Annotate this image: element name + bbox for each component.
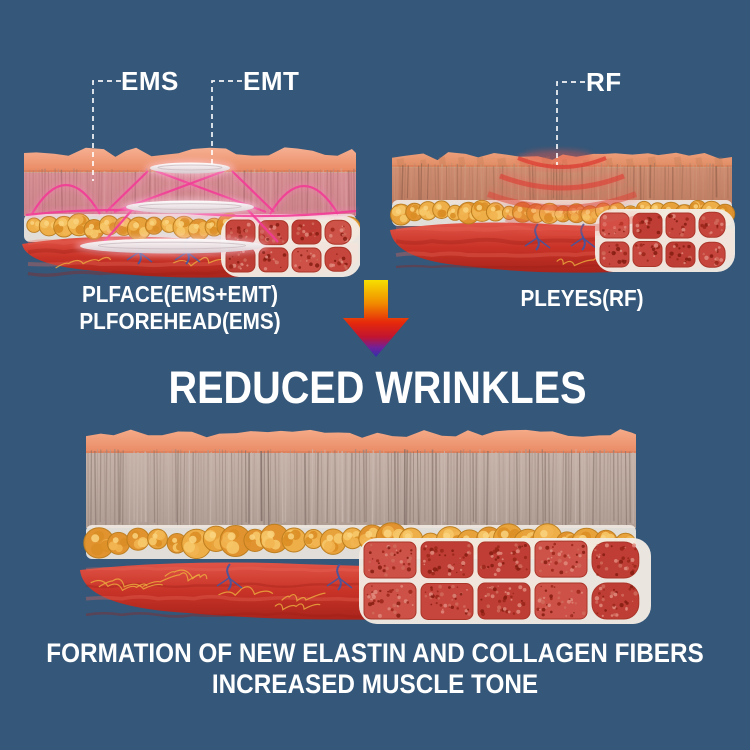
bottom-caption: FORMATION OF NEW ELASTIN AND COLLAGEN FI… — [0, 638, 750, 700]
bottom-caption-line1: FORMATION OF NEW ELASTIN AND COLLAGEN FI… — [46, 638, 704, 668]
right-device-caption: PLEYES(RF) — [482, 285, 682, 312]
skin-diagram-rf — [390, 150, 736, 273]
left-device-caption: PLFACE(EMS+EMT) PLFOREHEAD(EMS) — [55, 281, 305, 335]
down-arrow-shape — [343, 280, 409, 357]
bottom-caption-line2: INCREASED MUSCLE TONE — [211, 669, 539, 699]
right-caption-line: PLEYES(RF) — [520, 285, 644, 311]
skin-diagram-result — [80, 429, 651, 624]
rf-label: RF — [586, 67, 622, 97]
ems-label: EMS — [121, 66, 179, 96]
skin-diagram-ems-emt — [22, 147, 360, 278]
left-caption-line1: PLFACE(EMS+EMT) — [81, 281, 279, 307]
emt-label: EMT — [243, 66, 300, 96]
down-arrow-icon — [343, 280, 409, 357]
result-title: REDUCED WRINKLES — [168, 362, 587, 413]
left-caption-line2: PLFOREHEAD(EMS) — [79, 308, 281, 334]
